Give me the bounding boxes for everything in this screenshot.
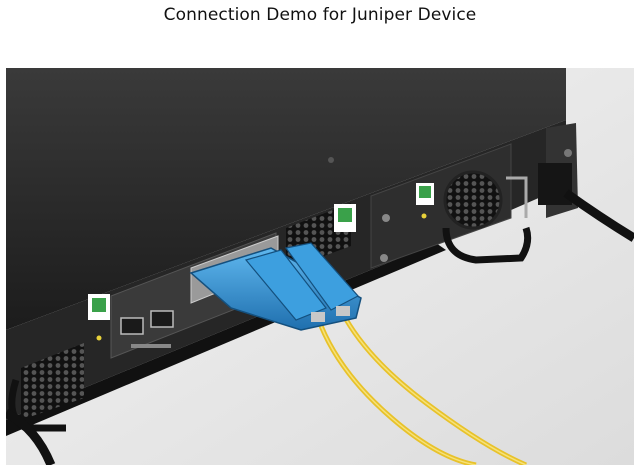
cable-clip — [506, 176, 528, 218]
fan-grill — [443, 170, 503, 230]
right-screw — [564, 149, 572, 157]
fiber-cable-1-highlight — [317, 317, 477, 465]
product-photo — [6, 68, 634, 465]
fiber-cable-2-highlight — [341, 311, 527, 465]
rj45-port-2 — [150, 310, 174, 328]
connector-boot-2 — [336, 306, 350, 316]
image-caption: Connection Demo for Juniper Device — [163, 5, 477, 25]
switch-illustration — [6, 68, 634, 465]
right-led — [421, 213, 427, 219]
chassis-top — [6, 68, 566, 330]
rj45-port-1 — [120, 317, 144, 335]
blue-connector-latch-1 — [244, 249, 327, 321]
module-handle — [442, 226, 532, 264]
left-label-logo — [92, 298, 106, 312]
module-screw-2 — [380, 254, 388, 262]
left-power-cable — [6, 408, 56, 465]
right-label-logo — [419, 186, 431, 198]
middle-label-logo — [338, 208, 352, 222]
left-vent-grill — [21, 343, 84, 420]
module-screw-1 — [382, 214, 390, 222]
left-led — [96, 335, 102, 341]
power-cable — [563, 189, 634, 242]
port-label-strip — [131, 344, 171, 348]
blue-connector-latch-2 — [284, 242, 359, 311]
connector-boot-1 — [311, 312, 325, 322]
top-screw — [328, 157, 334, 163]
